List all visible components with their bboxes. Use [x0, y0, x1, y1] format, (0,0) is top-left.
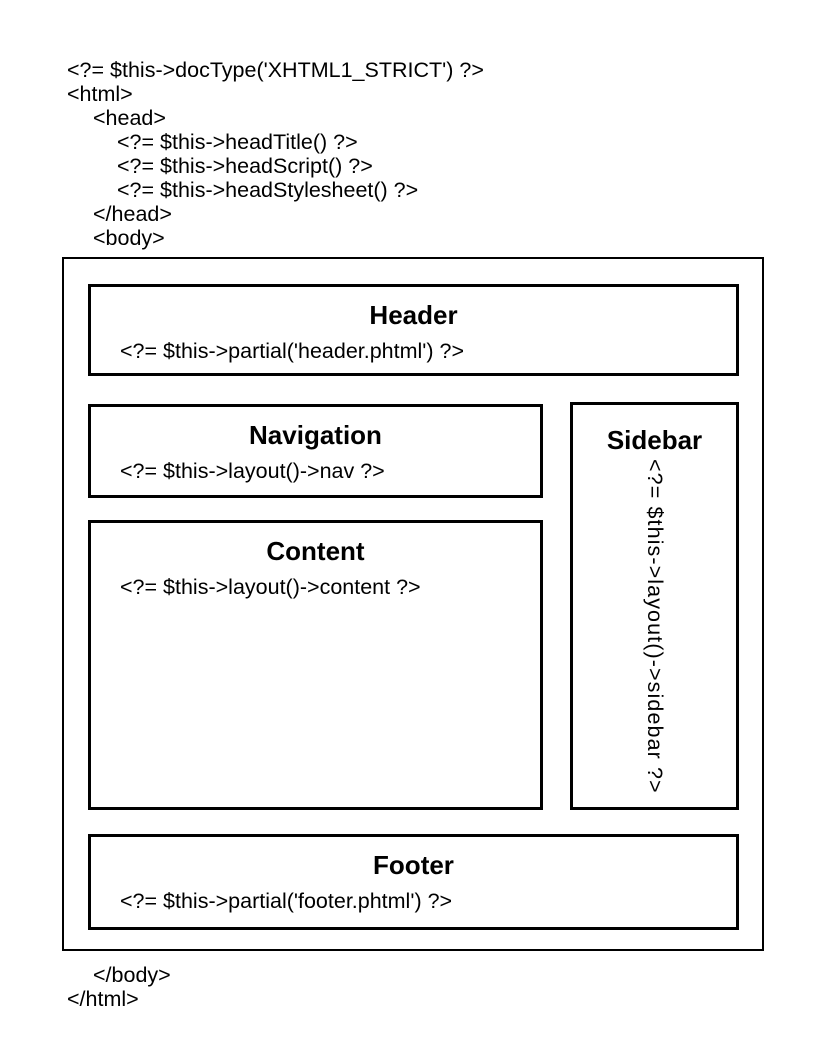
navigation-box: Navigation <?= $this->layout()->nav ?> — [88, 404, 543, 498]
footer-box-code: <?= $this->partial('footer.phtml') ?> — [120, 889, 453, 913]
bottom-code-block: </body> </html> — [67, 963, 171, 1011]
navigation-box-title: Navigation — [249, 420, 382, 450]
footer-box-title: Footer — [373, 850, 454, 880]
code-line-head-close: </head> — [93, 202, 172, 226]
navigation-box-code: <?= $this->layout()->nav ?> — [120, 459, 385, 483]
header-box: Header <?= $this->partial('header.phtml'… — [88, 284, 739, 376]
header-box-code: <?= $this->partial('header.phtml') ?> — [120, 339, 465, 363]
code-line-head-script: <?= $this->headScript() ?> — [117, 154, 373, 178]
content-box-code: <?= $this->layout()->content ?> — [120, 575, 421, 599]
content-box-title: Content — [266, 536, 365, 566]
code-line-html-close: </html> — [67, 987, 139, 1011]
sidebar-box-title: Sidebar — [606, 425, 703, 455]
code-line-head-open: <head> — [93, 106, 166, 130]
top-code-block: <?= $this->docType('XHTML1_STRICT') ?> <… — [67, 58, 484, 250]
footer-box: Footer <?= $this->partial('footer.phtml'… — [88, 834, 739, 930]
code-line-body-open: <body> — [93, 226, 165, 250]
sidebar-box: Sidebar <?= $this->layout()->sidebar ?> — [570, 402, 739, 810]
layout-diagram-body-box: Header <?= $this->partial('header.phtml'… — [62, 257, 764, 951]
code-line-head-title: <?= $this->headTitle() ?> — [117, 130, 358, 154]
code-line-doctype: <?= $this->docType('XHTML1_STRICT') ?> — [67, 58, 484, 82]
code-line-body-close: </body> — [93, 963, 171, 987]
header-box-title: Header — [369, 300, 458, 330]
code-line-head-stylesheet: <?= $this->headStylesheet() ?> — [117, 178, 419, 202]
sidebar-box-code: <?= $this->layout()->sidebar ?> — [643, 459, 667, 794]
code-line-html-open: <html> — [67, 82, 133, 106]
content-box: Content <?= $this->layout()->content ?> — [88, 520, 543, 810]
